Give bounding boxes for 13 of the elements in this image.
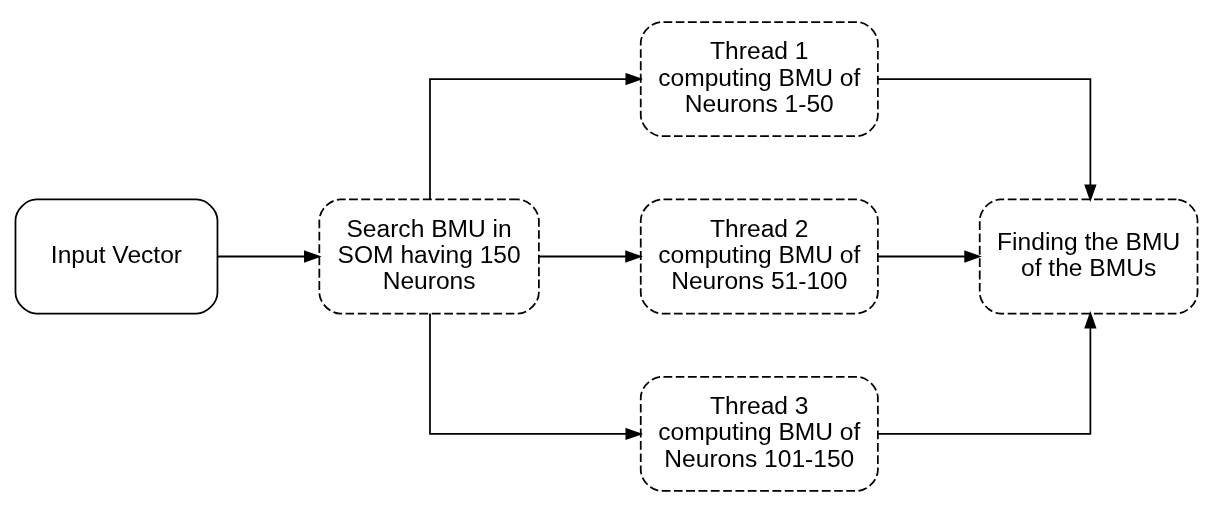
node-box: Search BMU in SOM having 150 Neurons	[318, 198, 540, 314]
arrow	[538, 249, 643, 263]
arrow	[429, 72, 644, 200]
node-box: Input Vector	[14, 198, 219, 314]
node-box: Thread 3 computing BMU of Neurons 101-150	[639, 375, 879, 492]
arrow	[877, 249, 982, 263]
arrow	[877, 310, 1097, 435]
arrow	[429, 312, 644, 440]
arrow	[217, 249, 322, 263]
node-box: Thread 2 computing BMU of Neurons 51-100	[639, 198, 879, 314]
node-box: Finding the BMU of the BMUs	[978, 198, 1199, 314]
arrow	[877, 77, 1097, 202]
node-box: Thread 1 computing BMU of Neurons 1-50	[639, 20, 879, 137]
